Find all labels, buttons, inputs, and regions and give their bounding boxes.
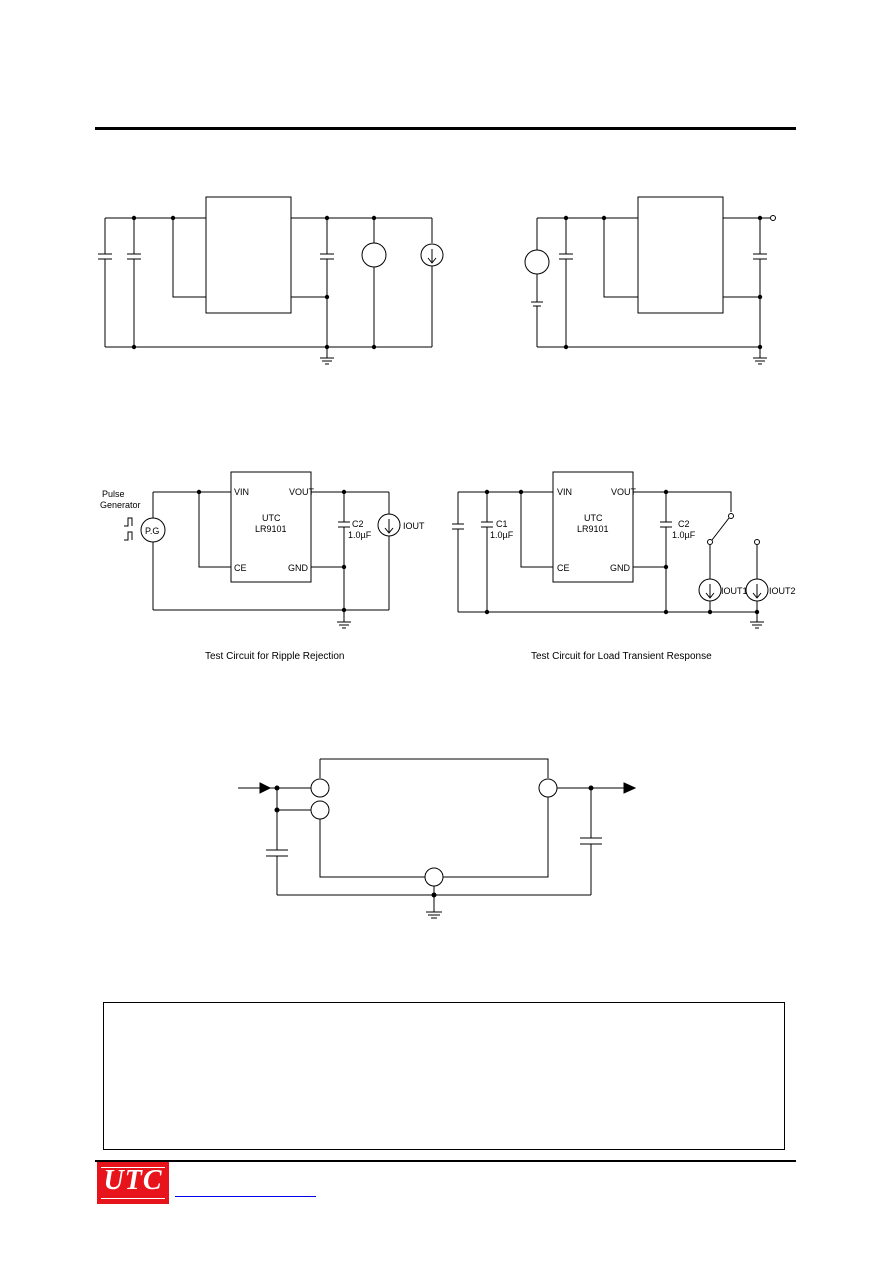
- pin-vout-label: VOUT: [289, 487, 315, 497]
- ic-part-label: LR9101: [577, 524, 609, 534]
- pg-label: P.G: [145, 526, 159, 536]
- pin-circle: [424, 867, 444, 887]
- header-rule: [95, 127, 796, 130]
- pin-vin-label: VIN: [557, 487, 572, 497]
- website-link[interactable]: [175, 1196, 316, 1197]
- capacitor: [320, 218, 334, 347]
- utc-logo: UTC: [97, 1162, 169, 1204]
- meter-symbol: [361, 242, 387, 268]
- notice-box: [103, 1002, 785, 1150]
- test-circuit-top-right: [524, 196, 776, 365]
- footer-rule: [95, 1160, 796, 1162]
- cap-c2-name: C2: [352, 519, 364, 529]
- load-current-label: IOUT: [403, 521, 425, 531]
- capacitor: [481, 492, 493, 612]
- capacitor: [127, 218, 141, 347]
- output-terminal: [770, 215, 776, 221]
- cap-c1-name: C1: [496, 519, 508, 529]
- output-arrow-icon: [623, 782, 637, 794]
- pin-circle: [310, 800, 330, 820]
- pulse-waveform-icon: [124, 517, 133, 527]
- cap-c1-value: 1.0µF: [490, 530, 514, 540]
- pin-circle: [538, 778, 558, 798]
- capacitor: [338, 492, 350, 610]
- pin-vin-label: VIN: [234, 487, 249, 497]
- capacitor: [660, 492, 672, 612]
- switch-contact: [707, 539, 713, 545]
- load1-current-label: IOUT1: [721, 586, 748, 596]
- pin-gnd-label: GND: [288, 563, 309, 573]
- pin-gnd-label: GND: [610, 563, 631, 573]
- ic-block: [205, 196, 292, 314]
- voltage-source-symbol: [524, 249, 550, 275]
- ic-brand-label: UTC: [584, 513, 603, 523]
- input-arrow-icon: [259, 782, 272, 794]
- ripple-rejection-circuit: [124, 471, 401, 629]
- pin-ce-label: CE: [557, 563, 570, 573]
- pin-ce-label: CE: [234, 563, 247, 573]
- pulse-generator-label: Generator: [100, 500, 141, 510]
- ic-block: [230, 471, 312, 583]
- ic-block: [552, 471, 634, 583]
- ic-brand-label: UTC: [262, 513, 281, 523]
- switch-contact: [754, 539, 760, 545]
- ripple-circuit-caption: Test Circuit for Ripple Rejection: [205, 651, 345, 662]
- transient-circuit-caption: Test Circuit for Load Transient Response: [531, 651, 712, 662]
- pulse-generator-label: Pulse: [102, 489, 125, 499]
- capacitor: [452, 492, 464, 612]
- capacitor: [98, 218, 112, 347]
- pin-vout-label: VOUT: [611, 487, 637, 497]
- cap-c2-value: 1.0µF: [672, 530, 696, 540]
- capacitor: [559, 218, 573, 347]
- pin-circle: [310, 778, 330, 798]
- capacitor: [753, 218, 767, 347]
- ic-part-label: LR9101: [255, 524, 287, 534]
- cap-c2-value: 1.0µF: [348, 530, 372, 540]
- pulse-waveform-icon: [124, 531, 133, 541]
- application-circuit: [238, 758, 637, 919]
- utc-logo-text: UTC: [103, 1165, 163, 1196]
- switch-lever: [711, 517, 730, 541]
- switch-contact: [728, 513, 734, 519]
- load2-current-label: IOUT2: [769, 586, 796, 596]
- test-circuit-top-left: [98, 196, 444, 365]
- load-transient-circuit: [452, 471, 769, 629]
- ic-block: [637, 196, 724, 314]
- cap-c2-name: C2: [678, 519, 690, 529]
